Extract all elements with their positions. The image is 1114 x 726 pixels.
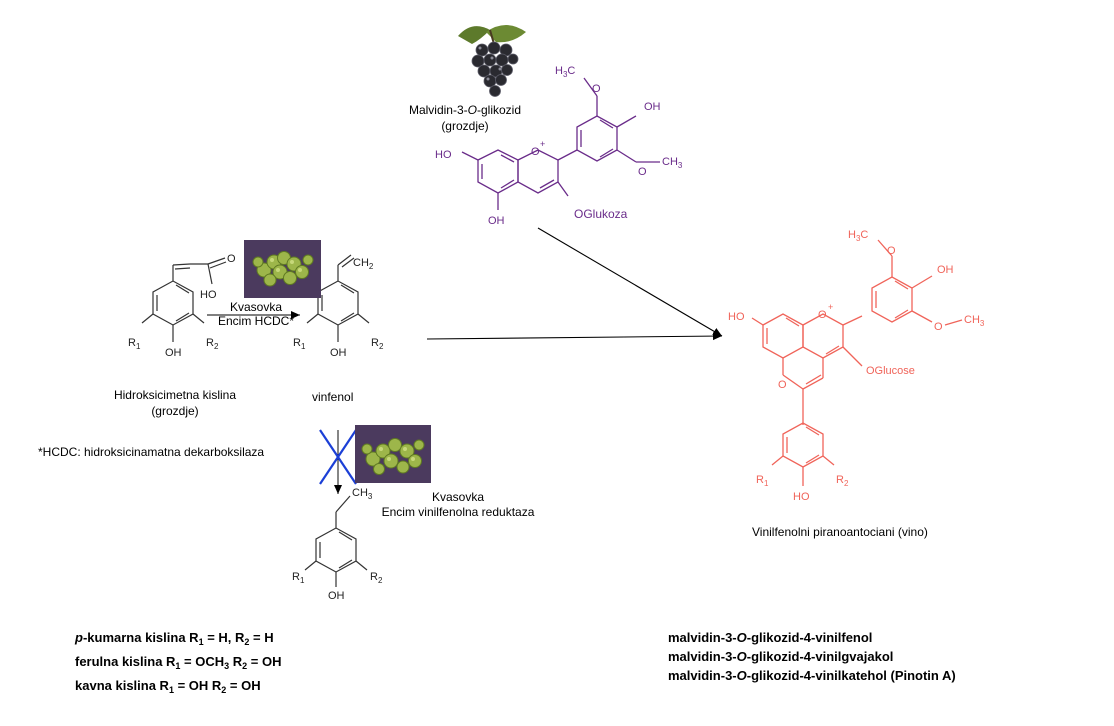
arrow-from-vinylphenol [426, 332, 723, 341]
hca-structure [141, 257, 227, 342]
malvidin-oglukoza: OGlukoza [574, 207, 628, 221]
footnote: *HCDC: hidroksicinamatna dekarboksilaza [38, 445, 265, 459]
pyrano-o-plus: O [818, 309, 827, 321]
pyrano-r1: R1 [756, 474, 769, 488]
acids-legend: p-kumarna kislina R1 = H, R2 = H ferulna… [75, 628, 282, 700]
vinylphenol-ch2: CH2 [353, 257, 374, 271]
malvidin-h3c: H3C [555, 65, 575, 79]
malvidin-structure [461, 77, 660, 210]
pyrano-oglucose: OGlucose [866, 365, 915, 377]
vinylphenol-r2: R2 [371, 337, 384, 351]
pyrano-o-top: O [887, 245, 896, 257]
hca-r2: R2 [206, 337, 219, 351]
pyrano-ho: HO [728, 311, 745, 323]
acid-line-2: ferulna kislina R1 = OCH3 R2 = OH [75, 654, 282, 671]
grape-cluster-icon [458, 25, 526, 97]
pyrano-plus: + [828, 302, 833, 312]
hca-oh: OH [165, 347, 182, 359]
pyrano-ch3: CH3 [964, 314, 985, 328]
product-line-1: malvidin-3-O-glikozid-4-vinilfenol [668, 630, 873, 645]
pyrano-h3c: H3C [848, 229, 868, 243]
ethylphenol-r2: R2 [370, 571, 383, 585]
yeast-cells-icon-2 [355, 425, 431, 483]
hca-r1: R1 [128, 337, 141, 351]
acid-line-1: p-kumarna kislina R1 = H, R2 = H [75, 630, 274, 647]
blue-x-cross-icon [319, 429, 357, 485]
malvidin-ch3: CH3 [662, 156, 683, 170]
ethylphenol-oh: OH [328, 590, 345, 602]
malvidin-o-top: O [592, 83, 601, 95]
pyrano-o-ring: O [778, 379, 787, 391]
vinylphenol-oh: OH [330, 347, 347, 359]
product-line-2: malvidin-3-O-glikozid-4-vinilgvajakol [668, 649, 894, 664]
pyrano-oh-top: OH [937, 264, 954, 276]
acid-line-3: kavna kislina R1 = OH R2 = OH [75, 678, 261, 695]
malvidin-oh-bottom: OH [488, 215, 505, 227]
pyranoanthocyanin-label: Vinilfenolni piranoantociani (vino) [752, 525, 928, 539]
malvidin-oh-top: OH [644, 101, 661, 113]
hca-ho: HO [200, 289, 217, 301]
ethylphenol-ch3: CH3 [352, 487, 373, 501]
malvidin-plus: + [540, 139, 545, 149]
arrow-from-malvidin [537, 227, 723, 337]
pyrano-r2: R2 [836, 474, 849, 488]
ethylphenol-r1: R1 [292, 571, 305, 585]
hca-o: O [227, 253, 236, 265]
malvidin-o-plus: O [531, 146, 540, 158]
pyrano-ho-bottom: HO [793, 491, 810, 503]
yeast-cells-icon [244, 240, 321, 298]
product-line-3: malvidin-3-O-glikozid-4-vinilkatehol (Pi… [668, 668, 956, 683]
malvidin-glucoside-label: Malvidin-3-O-glikozid (grozdje) [408, 103, 522, 133]
products-legend: malvidin-3-O-glikozid-4-vinilfenol malvi… [668, 628, 956, 685]
pyranoanthocyanin-structure [751, 239, 963, 486]
hca-label: Hidroksicimetna kislina(grozdje) [113, 388, 237, 418]
malvidin-ho: HO [435, 149, 452, 161]
malvidin-o-right: O [638, 166, 647, 178]
pyrano-o-right: O [934, 321, 943, 333]
vinylphenol-r1: R1 [293, 337, 306, 351]
vinylphenol-label: vinfenol [312, 390, 354, 404]
ethylphenol-structure [304, 495, 368, 587]
